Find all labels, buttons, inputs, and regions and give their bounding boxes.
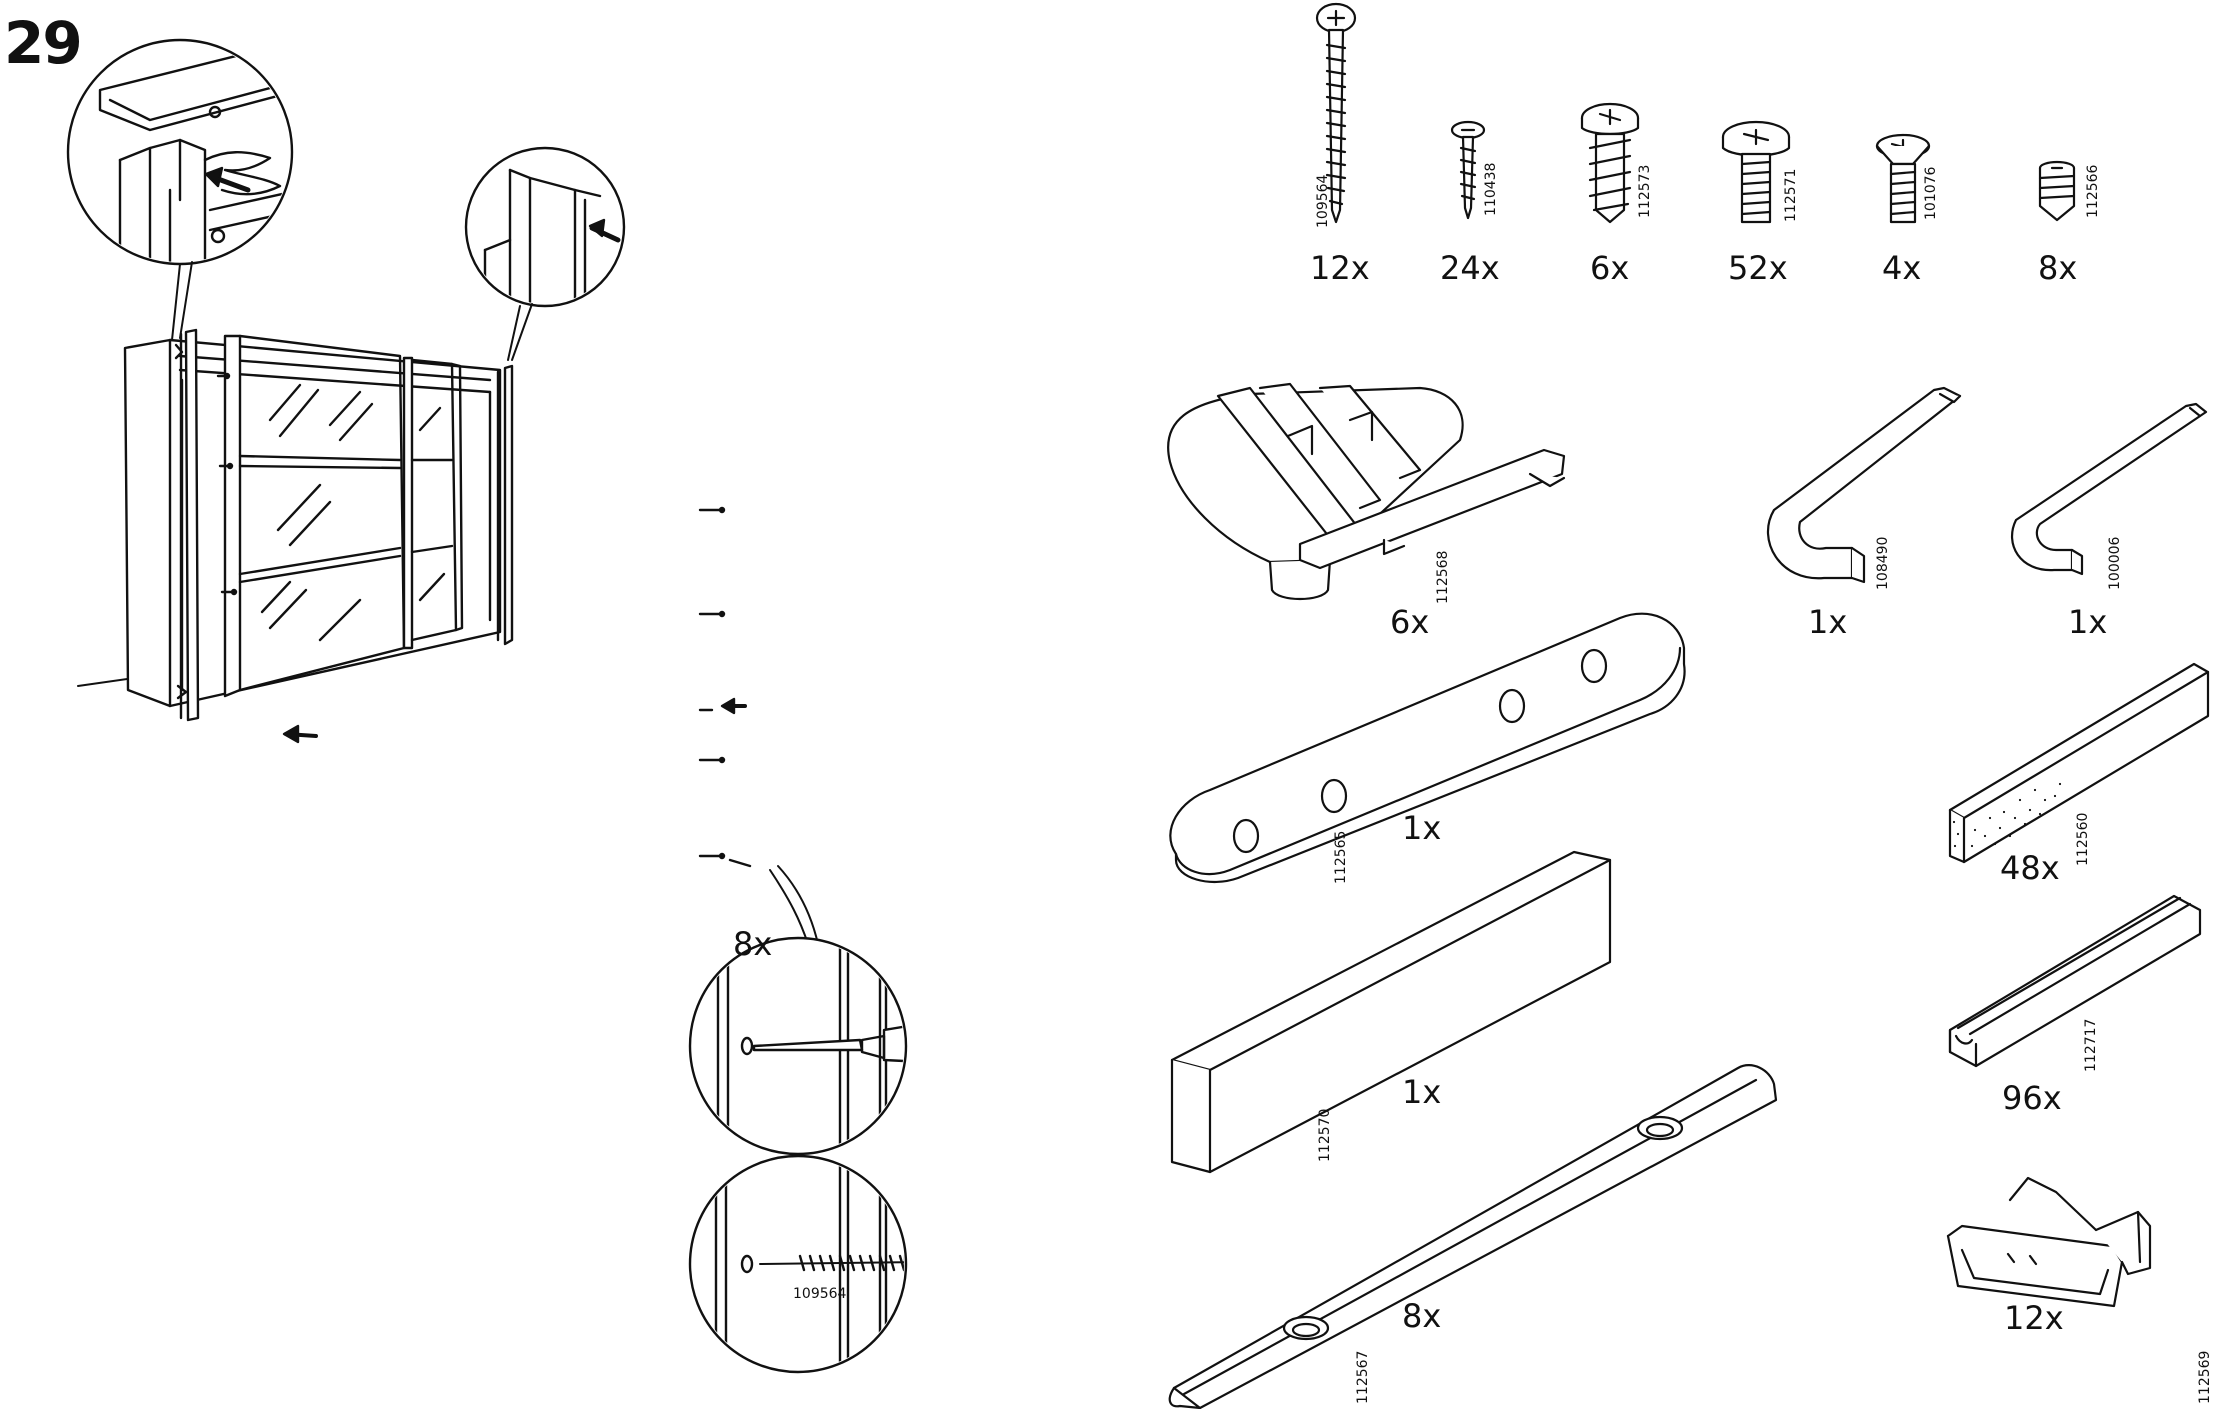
part-code-screw-long: 109564 xyxy=(1315,174,1331,228)
part-qty-foam-strip: 48x xyxy=(2000,849,2060,887)
metal-bar-drawing xyxy=(1168,1064,1778,1409)
guide-block-drawing xyxy=(1167,382,1566,600)
part-code-foam-strip: 112560 xyxy=(2075,812,2091,866)
allen-key-small-drawing xyxy=(2010,402,2208,576)
screw-threaded-drawing xyxy=(1580,102,1640,224)
part-code-connector-plate: 112565 xyxy=(1333,830,1349,884)
screw-small-drawing xyxy=(1450,120,1486,220)
part-qty-screw-machine: 52x xyxy=(1728,249,1788,287)
sliding-door xyxy=(223,334,464,698)
screwdriver-detail-circle xyxy=(688,936,908,1156)
part-code-screw-small: 110438 xyxy=(1483,162,1499,216)
part-code-allen-key-large: 108490 xyxy=(1875,536,1891,590)
allen-key-large-drawing xyxy=(1766,386,1962,584)
detail-circle-top-left xyxy=(66,38,294,341)
part-qty-metal-bar: 8x xyxy=(1402,1297,1442,1335)
part-qty-connector-plate: 1x xyxy=(1402,809,1442,847)
wardrobe-body xyxy=(77,338,502,708)
screw-countersunk-drawing xyxy=(1875,133,1931,224)
part-qty-guide-block: 6x xyxy=(1390,603,1430,641)
part-code-screw-threaded: 112573 xyxy=(1637,164,1653,218)
part-qty-screw-small: 24x xyxy=(1440,249,1500,287)
part-qty-wood-board: 1x xyxy=(1402,1073,1442,1111)
part-code-guide-block: 112568 xyxy=(1435,550,1451,604)
part-qty-rail-profile: 96x xyxy=(2002,1079,2062,1117)
part-qty-screw-long: 12x xyxy=(1310,249,1370,287)
plastic-clip-drawing xyxy=(1946,1176,2152,1308)
left-profile xyxy=(179,328,318,744)
part-qty-screw-threaded: 6x xyxy=(1590,249,1630,287)
wood-board-drawing xyxy=(1170,850,1612,1174)
part-code-allen-key-small: 100006 xyxy=(2107,536,2123,590)
foam-strip-drawing xyxy=(1948,662,2210,864)
right-profile xyxy=(496,364,752,868)
callout-screw-code: 109564 xyxy=(793,1286,847,1302)
part-qty-screw-countersunk: 4x xyxy=(1882,249,1922,287)
screw-long-drawing xyxy=(1315,2,1357,224)
part-code-metal-bar: 112567 xyxy=(1355,1350,1371,1404)
part-code-wood-board: 112570 xyxy=(1317,1108,1333,1162)
part-code-set-screw: 112566 xyxy=(2085,164,2101,218)
part-code-plastic-clip: 112569 xyxy=(2197,1350,2213,1404)
connector-plate-drawing xyxy=(1169,612,1686,884)
part-qty-allen-key-large: 1x xyxy=(1808,603,1848,641)
callout-screw-count: 8x xyxy=(733,925,773,963)
part-code-rail-profile: 112717 xyxy=(2083,1018,2099,1072)
part-code-screw-countersunk: 101076 xyxy=(1923,166,1939,220)
part-qty-set-screw: 8x xyxy=(2038,249,2078,287)
part-code-screw-machine: 112571 xyxy=(1783,168,1799,222)
part-qty-plastic-clip: 12x xyxy=(2004,1299,2064,1337)
part-qty-allen-key-small: 1x xyxy=(2068,603,2108,641)
screw-machine-drawing xyxy=(1721,120,1791,224)
rail-profile-drawing xyxy=(1948,894,2202,1068)
assembly-illustration xyxy=(66,38,752,868)
step-number: 29 xyxy=(4,9,83,77)
set-screw-drawing xyxy=(2038,160,2076,222)
screw-callout xyxy=(688,865,908,1374)
